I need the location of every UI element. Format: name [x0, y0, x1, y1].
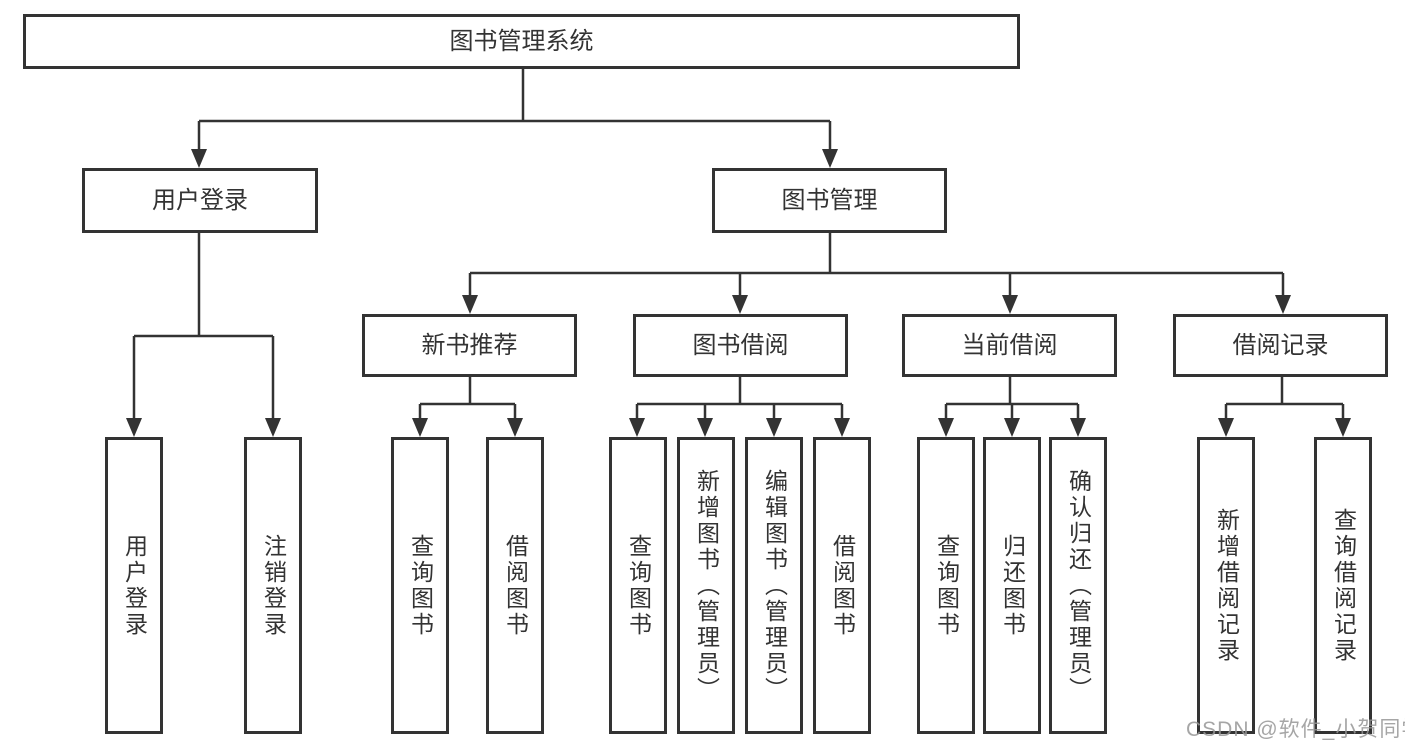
leaf-return-books-label: 归还图书	[999, 533, 1026, 638]
node-book-borrow-label: 图书借阅	[692, 331, 789, 359]
leaf-return-books: 归还图书	[983, 437, 1041, 734]
node-book-management: 图书管理	[712, 168, 947, 233]
edge-current-borrow-children	[944, 377, 1080, 420]
node-new-book-recommend-label: 新书推荐	[421, 331, 518, 359]
leaf-edit-books-admin: 编辑图书（管理员）	[745, 437, 803, 734]
leaf-query-books-recommend-label: 查询图书	[407, 533, 434, 638]
leaf-confirm-return-admin-label: 确认归还（管理员）	[1065, 468, 1092, 703]
leaf-query-books-current: 查询图书	[917, 437, 975, 734]
leaf-borrow-books-recommend-label: 借阅图书	[502, 533, 529, 638]
csdn-watermark: CSDN @软件_小贺同学	[1186, 718, 1405, 741]
leaf-add-borrow-record: 新增借阅记录	[1197, 437, 1255, 734]
arrowheads	[126, 149, 1351, 437]
leaf-add-borrow-record-label: 新增借阅记录	[1213, 507, 1240, 664]
edge-user-login-children	[132, 233, 275, 420]
node-user-login: 用户登录	[82, 168, 318, 233]
leaf-user-login-label: 用户登录	[121, 533, 148, 638]
edge-root-to-level2	[197, 69, 832, 150]
leaf-confirm-return-admin: 确认归还（管理员）	[1049, 437, 1107, 734]
leaf-query-books-borrow: 查询图书	[609, 437, 667, 734]
leaf-edit-books-admin-label: 编辑图书（管理员）	[761, 468, 788, 703]
leaf-query-books-current-label: 查询图书	[933, 533, 960, 638]
leaf-borrow-books-label: 借阅图书	[829, 533, 856, 638]
edge-new-book-children	[418, 377, 517, 420]
edge-book-borrow-children	[635, 377, 844, 420]
node-current-borrow: 当前借阅	[902, 314, 1117, 377]
leaf-query-books-recommend: 查询图书	[391, 437, 449, 734]
node-new-book-recommend: 新书推荐	[362, 314, 577, 377]
node-book-borrow: 图书借阅	[633, 314, 848, 377]
leaf-add-books-admin: 新增图书（管理员）	[677, 437, 735, 734]
leaf-logout-label: 注销登录	[260, 533, 287, 638]
leaf-query-books-borrow-label: 查询图书	[625, 533, 652, 638]
leaf-borrow-books-recommend: 借阅图书	[486, 437, 544, 734]
leaf-query-borrow-record-label: 查询借阅记录	[1330, 507, 1357, 664]
node-borrow-records-label: 借阅记录	[1232, 331, 1329, 359]
node-current-borrow-label: 当前借阅	[961, 331, 1058, 359]
leaf-logout: 注销登录	[244, 437, 302, 734]
edge-book-management-children	[468, 233, 1285, 297]
node-user-login-label: 用户登录	[152, 186, 248, 214]
leaf-borrow-books: 借阅图书	[813, 437, 871, 734]
node-borrow-records: 借阅记录	[1173, 314, 1388, 377]
leaf-add-books-admin-label: 新增图书（管理员）	[693, 468, 720, 703]
node-book-management-label: 图书管理	[781, 186, 878, 214]
node-root-label: 图书管理系统	[449, 27, 594, 55]
leaf-user-login: 用户登录	[105, 437, 163, 734]
node-root: 图书管理系统	[23, 14, 1020, 69]
leaf-query-borrow-record: 查询借阅记录	[1314, 437, 1372, 734]
edge-borrow-records-children	[1224, 377, 1345, 420]
